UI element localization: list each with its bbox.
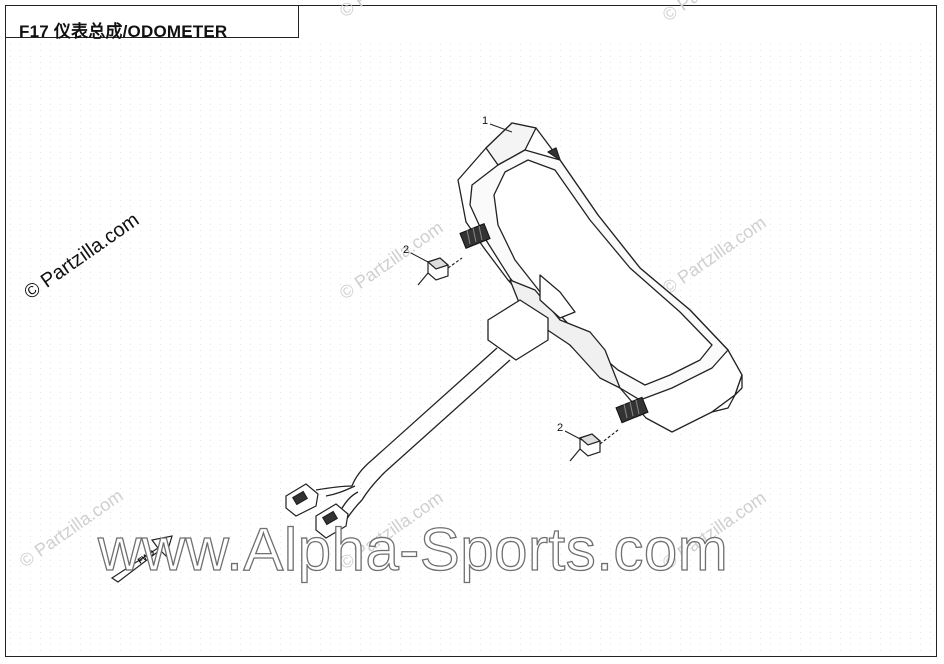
drawing-frame	[5, 5, 937, 657]
callout-2-lower: 2	[557, 422, 563, 434]
watermark-site: www.Alpha-Sports.com	[97, 516, 728, 583]
nut-lower	[569, 429, 619, 462]
title-box: F17 仪表总成/ODOMETER	[5, 5, 299, 41]
stud-lower	[615, 396, 649, 424]
page-title: F17 仪表总成/ODOMETER	[19, 22, 228, 41]
watermark-partzilla: © Partzilla.com	[336, 0, 447, 21]
stud-upper	[459, 223, 491, 249]
dotted-background	[6, 40, 936, 656]
connector-lower	[315, 503, 349, 539]
watermark-partzilla: © Partzilla.com	[659, 0, 770, 25]
connector-upper	[285, 483, 319, 517]
nut-upper	[417, 257, 463, 286]
callout-leaders	[410, 123, 583, 441]
callout-1: 1	[482, 115, 488, 127]
callout-2-upper: 2	[403, 244, 409, 256]
